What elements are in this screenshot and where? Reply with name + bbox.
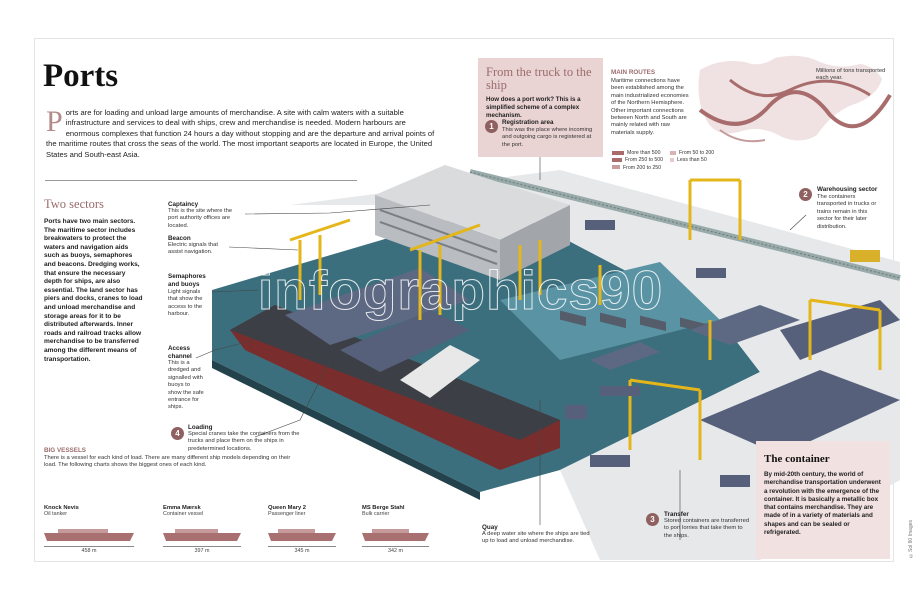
ship-type: Oil tanker xyxy=(44,511,68,517)
ship-type: Container vessel xyxy=(163,511,204,517)
loading-title: Loading xyxy=(188,424,213,431)
captaincy-text: This is the site where the port authorit… xyxy=(168,208,233,229)
container-heading: The container xyxy=(764,453,830,465)
legend-item: More than 500 xyxy=(627,150,661,156)
legend-item: From 200 to 250 xyxy=(623,164,662,171)
vessels-text: There is a vessel for each kind of load.… xyxy=(44,455,291,469)
beacon-text: Electric signals that assist navigation. xyxy=(168,242,218,256)
length-bar xyxy=(163,546,241,547)
ship-hull xyxy=(44,533,134,541)
step-2-badge: 2 xyxy=(799,188,812,201)
ship-deck xyxy=(372,529,409,533)
ship-bridge xyxy=(400,345,480,398)
ship-deck xyxy=(278,529,315,533)
loading-text: Special cranes take the containers from … xyxy=(188,431,300,452)
legend-item: From 250 to 500 xyxy=(625,157,664,164)
container-box: The container By mid-20th century, the w… xyxy=(756,441,890,559)
ship-hull xyxy=(362,533,429,541)
routes-legend-2: From 50 to 200 Less than 50 xyxy=(670,150,714,165)
watermark: infographics90 xyxy=(257,259,664,322)
trucks xyxy=(565,220,750,487)
access-channel-title: Access channel xyxy=(168,345,192,360)
ship-hull xyxy=(268,533,336,541)
step-4-badge: 4 xyxy=(171,427,184,440)
transfer-text: Stored containers are transferred to por… xyxy=(664,518,750,539)
ship-length: 458 m xyxy=(81,548,97,554)
beacon-title: Beacon xyxy=(168,235,191,242)
truck-box-heading: From the truck to the ship xyxy=(486,65,592,92)
length-bar xyxy=(44,546,134,547)
legend-item: From 50 to 200 xyxy=(679,150,715,156)
dock-land xyxy=(290,170,900,560)
ship-hull xyxy=(163,533,241,541)
ship-deck xyxy=(175,529,218,533)
semaphores-title: Semaphores and buoys xyxy=(168,273,206,288)
routes-text: Maritime connections have been establish… xyxy=(611,78,689,136)
quay-text: A deep water site where the ships are ti… xyxy=(482,531,590,545)
captaincy-building xyxy=(375,165,570,280)
step-3-badge: 3 xyxy=(646,513,659,526)
warehousing-title: Warehousing sector xyxy=(817,186,878,193)
captaincy-title: Captaincy xyxy=(168,201,199,208)
truck-box-subtitle: How does a port work? This is a simplifi… xyxy=(486,96,581,119)
legend-item: Less than 50 xyxy=(677,157,707,164)
ship-length: 342 m xyxy=(388,548,403,554)
truck-to-ship-box: From the truck to the ship How does a po… xyxy=(478,58,603,157)
container-text: By mid-20th century, the world of mercha… xyxy=(764,471,881,537)
divider xyxy=(45,180,357,181)
semaphores-text: Light signals that show the access to th… xyxy=(168,289,203,318)
ship-silhouette xyxy=(163,529,241,541)
inner-basin xyxy=(500,262,720,360)
access-channel-text: This is a dredged and signalled with buo… xyxy=(168,360,204,411)
copyright: ©Sol 90 Images xyxy=(908,520,914,558)
ship-deck xyxy=(58,529,108,533)
container-ship xyxy=(230,268,560,470)
ship-silhouette xyxy=(362,529,429,541)
routes-legend: More than 500 From 250 to 500 From 200 t… xyxy=(612,150,663,172)
step-1-badge: 1 xyxy=(485,120,498,133)
ship-type: Bulk carrier xyxy=(362,511,390,517)
locomotive xyxy=(850,250,880,262)
routes-heading: MAIN ROUTES xyxy=(611,69,656,76)
transfer-title: Transfer xyxy=(664,511,689,518)
vessels-heading: BIG VESSELS xyxy=(44,447,86,454)
two-sectors-heading: Two sectors xyxy=(44,197,104,211)
ship-length: 397 m xyxy=(194,548,210,554)
cranes xyxy=(289,178,882,460)
warehousing-text: The containers transported in trucks or … xyxy=(817,194,877,230)
quay-title: Quay xyxy=(482,524,498,531)
ship-length: 345 m xyxy=(294,548,310,554)
ship-name: Emma Mærsk xyxy=(163,505,201,511)
page-title: Ports xyxy=(43,58,119,94)
registration-text: This was the place where incoming and ou… xyxy=(502,127,593,148)
world-map xyxy=(698,55,892,143)
registration-title: Registration area xyxy=(502,119,554,126)
ship-type: Passenger liner xyxy=(268,511,306,517)
ship-silhouette xyxy=(44,529,134,541)
drop-cap: P xyxy=(46,105,63,138)
length-bar xyxy=(362,546,429,547)
intro-body: orts are for loading and unload large am… xyxy=(46,108,435,159)
ship-silhouette xyxy=(268,529,336,541)
ship-name: Queen Mary 2 xyxy=(268,505,307,511)
ship-name: MS Berge Stahl xyxy=(362,505,405,511)
length-bar xyxy=(268,546,336,547)
intro-text: P orts are for loading and unload large … xyxy=(46,105,436,160)
two-sectors-text: Ports have two main sectors. The maritim… xyxy=(44,218,143,363)
map-unit-label: Millions of tons transported each year. xyxy=(816,68,886,82)
ship-name: Knock Nevis xyxy=(44,505,79,511)
